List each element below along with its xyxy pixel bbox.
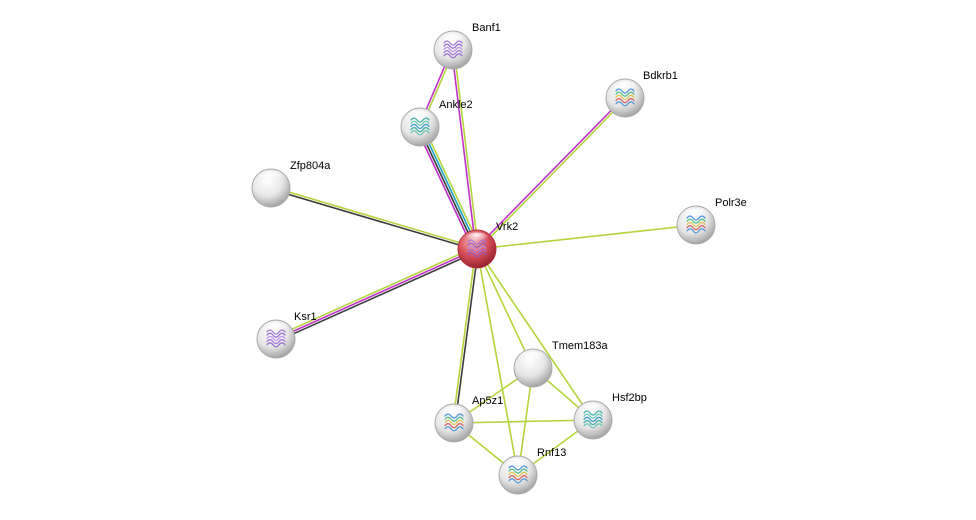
edge-evidence-textmining	[476, 248, 594, 421]
edge-evidence-textmining	[476, 224, 697, 250]
edge-vrk2-banf1[interactable]	[451, 49, 479, 250]
edge-evidence-coexpression	[418, 126, 477, 251]
edge-evidence-textmining	[453, 49, 479, 250]
edge-vrk2-zfp804a[interactable]	[269, 186, 479, 251]
edge-evidence-experiments	[451, 49, 477, 250]
edge-vrk2-rnf13[interactable]	[476, 248, 519, 476]
node-label: Rnf13	[537, 447, 566, 459]
edge-evidence-coexpression	[454, 248, 479, 424]
node-highlight	[442, 406, 466, 419]
edge-evidence-experiments	[275, 248, 478, 340]
node-bdkrb1[interactable]: Bdkrb1	[605, 70, 678, 118]
node-label: Hsf2bp	[612, 392, 647, 404]
edge-vrk2-ankle2[interactable]	[415, 124, 482, 252]
node-label: Ankle2	[439, 99, 473, 111]
edge-evidence-textmining	[270, 186, 479, 249]
node-hsf2bp[interactable]: Hsf2bp	[573, 392, 647, 440]
edge-evidence-coexpression	[276, 250, 479, 342]
node-highlight	[613, 81, 637, 94]
node-polr3e[interactable]: Polr3e	[676, 197, 747, 245]
node-label: Vrk2	[496, 221, 518, 233]
node-zfp804a[interactable]: Zfp804a	[251, 160, 331, 208]
node-tmem183a[interactable]: Tmem183a	[513, 340, 609, 388]
edge-evidence-textmining	[476, 248, 519, 476]
node-highlight	[259, 171, 283, 184]
node-vrk2[interactable]: Vrk2	[457, 221, 518, 269]
edge-vrk2-tmem183a[interactable]	[476, 248, 534, 369]
edge-evidence-textmining	[453, 419, 594, 424]
node-highlight	[264, 322, 288, 335]
edge-evidence-textmining	[452, 248, 477, 424]
node-label: Bdkrb1	[643, 70, 678, 82]
node-label: Ap5z1	[472, 395, 503, 407]
node-label: Tmem183a	[552, 340, 609, 352]
edge-evidence-textmining	[476, 248, 534, 369]
node-highlight	[506, 458, 530, 471]
edge-evidence-experiments	[415, 127, 475, 252]
edge-evidence-textmining	[274, 246, 477, 338]
edge-vrk2-hsf2bp[interactable]	[476, 248, 594, 421]
node-label: Ksr1	[294, 311, 317, 323]
edge-vrk2-polr3e[interactable]	[476, 224, 697, 250]
node-highlight	[465, 232, 489, 245]
edge-vrk2-bdkrb1[interactable]	[475, 96, 627, 251]
edge-ap5z1-hsf2bp[interactable]	[453, 419, 594, 424]
node-ankle2[interactable]: Ankle2	[400, 99, 473, 147]
edge-vrk2-ksr1[interactable]	[274, 246, 479, 342]
node-highlight	[581, 403, 605, 416]
node-highlight	[521, 351, 545, 364]
edge-evidence-textmining	[477, 98, 627, 251]
node-label: Banf1	[472, 22, 501, 34]
node-ksr1[interactable]: Ksr1	[256, 311, 317, 359]
node-label: Polr3e	[715, 197, 747, 209]
edge-vrk2-ap5z1[interactable]	[452, 248, 479, 424]
node-label: Zfp804a	[290, 160, 331, 172]
node-ap5z1[interactable]: Ap5z1	[434, 395, 503, 443]
edge-evidence-experiments	[475, 96, 625, 249]
edge-evidence-databases	[420, 125, 479, 250]
node-rnf13[interactable]: Rnf13	[498, 447, 566, 495]
node-highlight	[408, 110, 432, 123]
node-banf1[interactable]: Banf1	[433, 22, 501, 70]
node-highlight	[441, 33, 465, 46]
node-highlight	[684, 208, 708, 221]
edge-evidence-coexpression	[269, 188, 478, 251]
edge-evidence-textmining	[422, 124, 482, 249]
